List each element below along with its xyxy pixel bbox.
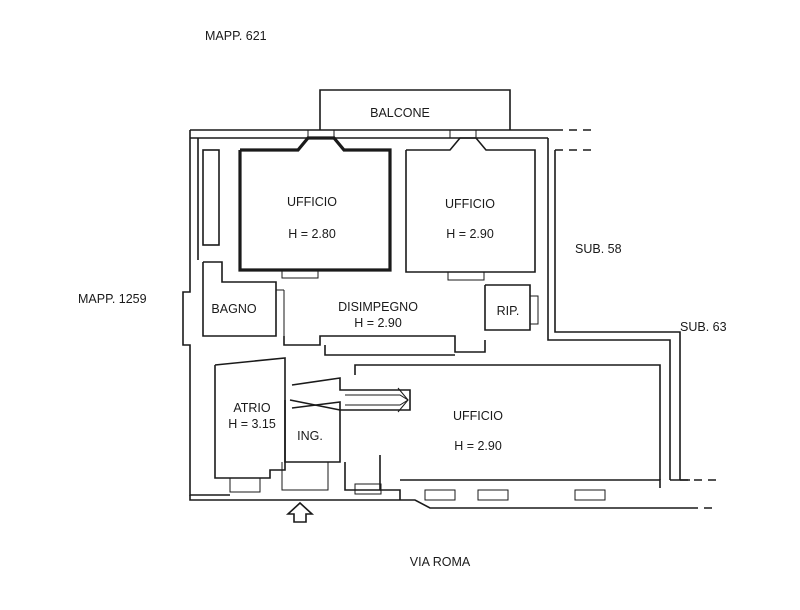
room-atrio-name: ATRIO — [233, 401, 271, 415]
room-disimpegno-height: H = 2.90 — [354, 316, 402, 330]
room-atrio-height: H = 3.15 — [228, 417, 276, 431]
label-mapp-621: MAPP. 621 — [205, 29, 267, 43]
label-mapp-1259: MAPP. 1259 — [78, 292, 147, 306]
room-ufficio-1-walls — [238, 136, 392, 279]
room-rip-name: RIP. — [497, 304, 520, 318]
label-sub-58: SUB. 58 — [575, 242, 622, 256]
room-bagno-walls — [202, 261, 285, 337]
room-disimpegno-name: DISIMPEGNO — [338, 300, 418, 314]
room-ufficio-3-walls — [344, 364, 661, 501]
room-ufficio-2-name: UFFICIO — [445, 197, 495, 211]
corridor-arrow — [291, 377, 411, 413]
outer-walls — [182, 129, 690, 509]
room-ufficio-3-height: H = 2.90 — [454, 439, 502, 453]
left-cabinet — [202, 149, 220, 246]
entrance-arrow-icon — [285, 501, 315, 523]
room-rip-walls — [484, 284, 539, 331]
label-via-roma: VIA ROMA — [410, 555, 471, 569]
room-atrio-walls — [214, 357, 286, 493]
disimpegno-walls — [283, 335, 486, 356]
room-ufficio-2-height: H = 2.90 — [446, 227, 494, 241]
room-ingresso-name: ING. — [297, 429, 323, 443]
room-ufficio-1-name: UFFICIO — [287, 195, 337, 209]
label-balcone: BALCONE — [370, 106, 430, 120]
room-bagno-name: BAGNO — [211, 302, 256, 316]
room-ufficio-2-walls — [405, 137, 536, 281]
label-sub-63: SUB. 63 — [680, 320, 727, 334]
room-ufficio-3-name: UFFICIO — [453, 409, 503, 423]
dashed-boundaries — [555, 129, 718, 509]
room-ingresso-walls — [281, 399, 341, 491]
room-ufficio-1-height: H = 2.80 — [288, 227, 336, 241]
